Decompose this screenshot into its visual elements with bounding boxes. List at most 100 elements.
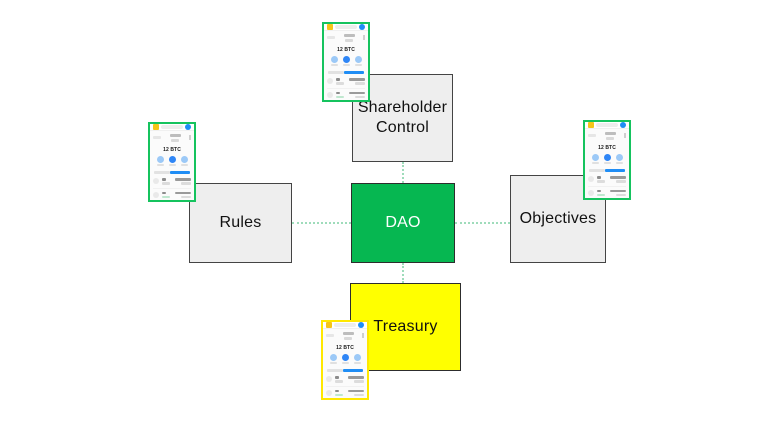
wallet-screen: 12 BTC: [585, 122, 629, 198]
account-selector[interactable]: [150, 131, 194, 144]
search-input[interactable]: [161, 125, 183, 129]
transaction-list: [323, 374, 367, 399]
wallet-logo-icon: [327, 24, 333, 30]
table-row[interactable]: [588, 189, 626, 199]
avatar[interactable]: [185, 124, 191, 130]
account-label: [326, 334, 335, 338]
assets-tab[interactable]: [154, 171, 170, 174]
wallet-logo-icon: [588, 122, 594, 128]
tx-icon: [588, 176, 594, 183]
transaction-list: [324, 76, 368, 101]
send-action[interactable]: [591, 153, 599, 164]
receive-action[interactable]: [341, 353, 349, 364]
avatar[interactable]: [359, 24, 365, 30]
assets-tab[interactable]: [328, 71, 344, 74]
connector-shareholder-dao: [402, 162, 404, 183]
wallet-tabs: [324, 69, 368, 74]
wallet-actions: [324, 55, 368, 70]
node-dao[interactable]: DAO: [351, 183, 455, 263]
node-shareholder-control-label: Shareholder Control: [357, 99, 448, 136]
send-action[interactable]: [156, 155, 164, 166]
buy-action[interactable]: [354, 55, 362, 66]
tx-icon: [327, 78, 333, 85]
table-row[interactable]: [327, 78, 365, 89]
account-name: [336, 332, 360, 340]
tx-icon: [326, 389, 332, 396]
node-rules-label: Rules: [219, 214, 262, 231]
search-input[interactable]: [335, 25, 357, 29]
table-row[interactable]: [326, 389, 364, 399]
wallet-topbar: [323, 322, 367, 329]
account-name: [163, 134, 187, 142]
wallet-tabs: [323, 367, 367, 372]
phone-mockup-shareholder[interactable]: 12 BTC: [322, 22, 370, 102]
phone-mockup-rules[interactable]: 12 BTC: [148, 122, 196, 202]
tx-icon: [153, 191, 159, 198]
activity-tab[interactable]: [343, 369, 363, 372]
account-label: [327, 36, 336, 40]
transaction-list: [585, 174, 629, 199]
account-selector[interactable]: [323, 329, 367, 342]
receive-action[interactable]: [342, 55, 350, 66]
assets-tab[interactable]: [589, 169, 605, 172]
node-objectives-label: Objectives: [519, 210, 597, 227]
balance-amount: 12 BTC: [337, 46, 355, 53]
table-row[interactable]: [153, 178, 191, 189]
wallet-tabs: [150, 169, 194, 174]
buy-action[interactable]: [615, 153, 623, 164]
tx-icon: [326, 376, 332, 383]
activity-tab[interactable]: [605, 169, 625, 172]
wallet-topbar: [150, 124, 194, 131]
chevron-down-icon[interactable]: [624, 133, 626, 139]
tx-icon: [327, 91, 333, 98]
account-label: [153, 136, 162, 140]
account-name: [598, 132, 622, 140]
wallet-screen: 12 BTC: [150, 124, 194, 200]
receive-action[interactable]: [603, 153, 611, 164]
receive-action[interactable]: [168, 155, 176, 166]
assets-tab[interactable]: [327, 369, 343, 372]
connector-dao-treasury: [402, 263, 404, 283]
connector-dao-objectives: [455, 222, 510, 224]
tx-icon: [153, 178, 159, 185]
send-action[interactable]: [329, 353, 337, 364]
wallet-tabs: [585, 167, 629, 172]
phone-mockup-treasury[interactable]: 12 BTC: [321, 320, 369, 400]
chevron-down-icon[interactable]: [189, 135, 191, 141]
balance-amount: 12 BTC: [336, 344, 354, 351]
wallet-screen: 12 BTC: [323, 322, 367, 398]
wallet-topbar: [324, 24, 368, 31]
node-dao-label: DAO: [385, 214, 421, 231]
wallet-actions: [323, 353, 367, 368]
phone-mockup-objectives[interactable]: 12 BTC: [583, 120, 631, 200]
activity-tab[interactable]: [344, 71, 364, 74]
balance-amount: 12 BTC: [163, 146, 181, 153]
table-row[interactable]: [326, 376, 364, 387]
avatar[interactable]: [620, 122, 626, 128]
search-input[interactable]: [334, 323, 356, 327]
wallet-logo-icon: [326, 322, 332, 328]
wallet-actions: [585, 153, 629, 168]
wallet-actions: [150, 155, 194, 170]
buy-action[interactable]: [180, 155, 188, 166]
node-treasury-label: Treasury: [373, 318, 438, 335]
tx-icon: [588, 189, 594, 196]
table-row[interactable]: [588, 176, 626, 187]
send-action[interactable]: [330, 55, 338, 66]
search-input[interactable]: [596, 123, 618, 127]
account-selector[interactable]: [324, 31, 368, 44]
transaction-list: [150, 176, 194, 201]
node-rules[interactable]: Rules: [189, 183, 292, 263]
table-row[interactable]: [327, 91, 365, 101]
chevron-down-icon[interactable]: [362, 333, 364, 339]
activity-tab[interactable]: [170, 171, 190, 174]
chevron-down-icon[interactable]: [363, 35, 365, 41]
connector-rules-dao: [292, 222, 351, 224]
buy-action[interactable]: [353, 353, 361, 364]
account-label: [588, 134, 597, 138]
table-row[interactable]: [153, 191, 191, 201]
avatar[interactable]: [358, 322, 364, 328]
node-shareholder-control[interactable]: Shareholder Control: [352, 74, 453, 162]
account-selector[interactable]: [585, 129, 629, 142]
wallet-topbar: [585, 122, 629, 129]
